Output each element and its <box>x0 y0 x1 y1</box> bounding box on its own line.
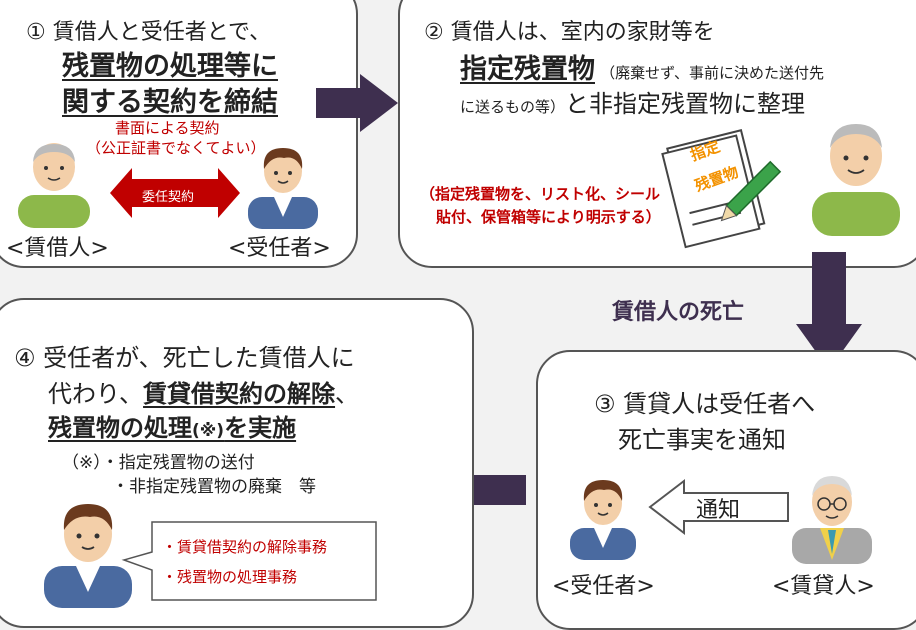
step2-line2: 指定残置物 （廃棄せず、事前に決めた送付先 <box>460 47 824 86</box>
step3-left-person-label: <受任者> <box>552 574 655 599</box>
step4-disposal: 残置物の処理 <box>48 414 192 442</box>
agent-person-icon-3 <box>44 504 132 608</box>
notice-arrow <box>648 478 789 536</box>
mandate-double-arrow <box>110 168 240 218</box>
notice-arrow-label: 通知 <box>696 498 741 523</box>
step3-right-person-label: <賃貸人> <box>772 574 875 599</box>
step1-note1: 書面による契約 <box>115 119 220 137</box>
step4-note-line2: ・非指定残置物の廃棄 等 <box>112 477 316 497</box>
step2-note2: 貼付、保管箱等により明示する） <box>436 208 661 226</box>
task-1: ・賃貸借契約の解除事務 <box>162 538 328 556</box>
step2-note1: （指定残置物を、リスト化、シール <box>420 185 661 203</box>
task-speech-bubble <box>121 521 377 601</box>
step4-line3: 残置物の処理(※)を実施 <box>48 408 296 443</box>
step1-line1: ① 賃借人と受任者とで、 <box>26 20 272 45</box>
step1-left-person-label: <賃借人> <box>6 236 109 261</box>
agent-person-icon <box>248 148 318 229</box>
step4-line2-pre: 代わり、 <box>48 380 144 408</box>
step2-line1: ② 賃借人は、室内の家財等を <box>424 20 715 45</box>
step4-asterisk: (※) <box>192 421 225 441</box>
step1-line3: 関する契約を締結 <box>62 87 278 118</box>
step3-line1: ③ 賃貸人は受任者へ <box>594 390 816 418</box>
lessee-person-icon-2 <box>812 124 900 236</box>
agent-person-icon-2 <box>570 480 636 560</box>
step3-line2: 死亡事実を通知 <box>618 426 786 454</box>
step4-line2: 代わり、賃貸借契約の解除、 <box>48 374 359 409</box>
step2-designated-note: （廃棄せず、事前に決めた送付先 <box>600 64 825 82</box>
mandate-arrow-label: 委任契約 <box>142 190 195 205</box>
step4-line2-post: 、 <box>335 380 360 408</box>
death-label: 賃借人の死亡 <box>612 300 745 325</box>
step1-line2: 残置物の処理等に <box>62 51 278 82</box>
lessor-person-icon <box>792 476 872 564</box>
step2-designated-items: 指定残置物 <box>460 54 595 85</box>
step2-line3-rest: と非指定残置物に整理 <box>565 90 806 118</box>
lessee-person-icon <box>18 143 90 228</box>
task-2: ・残置物の処理事務 <box>162 568 298 586</box>
step2-designated-note-end: に送るもの等） <box>460 98 566 116</box>
step1-note2: （公正証書でなくてよい） <box>86 139 266 157</box>
arrow-step1-to-step2 <box>316 74 398 132</box>
step4-implement: を実施 <box>224 414 297 442</box>
step4-contract-termination: 賃貸借契約の解除 <box>143 380 336 408</box>
step4-line1: ④ 受任者が、死亡した賃借人に <box>14 344 355 372</box>
step2-line3: に送るもの等）と非指定残置物に整理 <box>460 84 805 119</box>
step4-note-line1: （※）・指定残置物の送付 <box>62 453 255 473</box>
arrow-step2-to-step3 <box>796 252 862 370</box>
designated-list-paper-icon <box>661 129 782 249</box>
step1-right-person-label: <受任者> <box>228 236 331 261</box>
